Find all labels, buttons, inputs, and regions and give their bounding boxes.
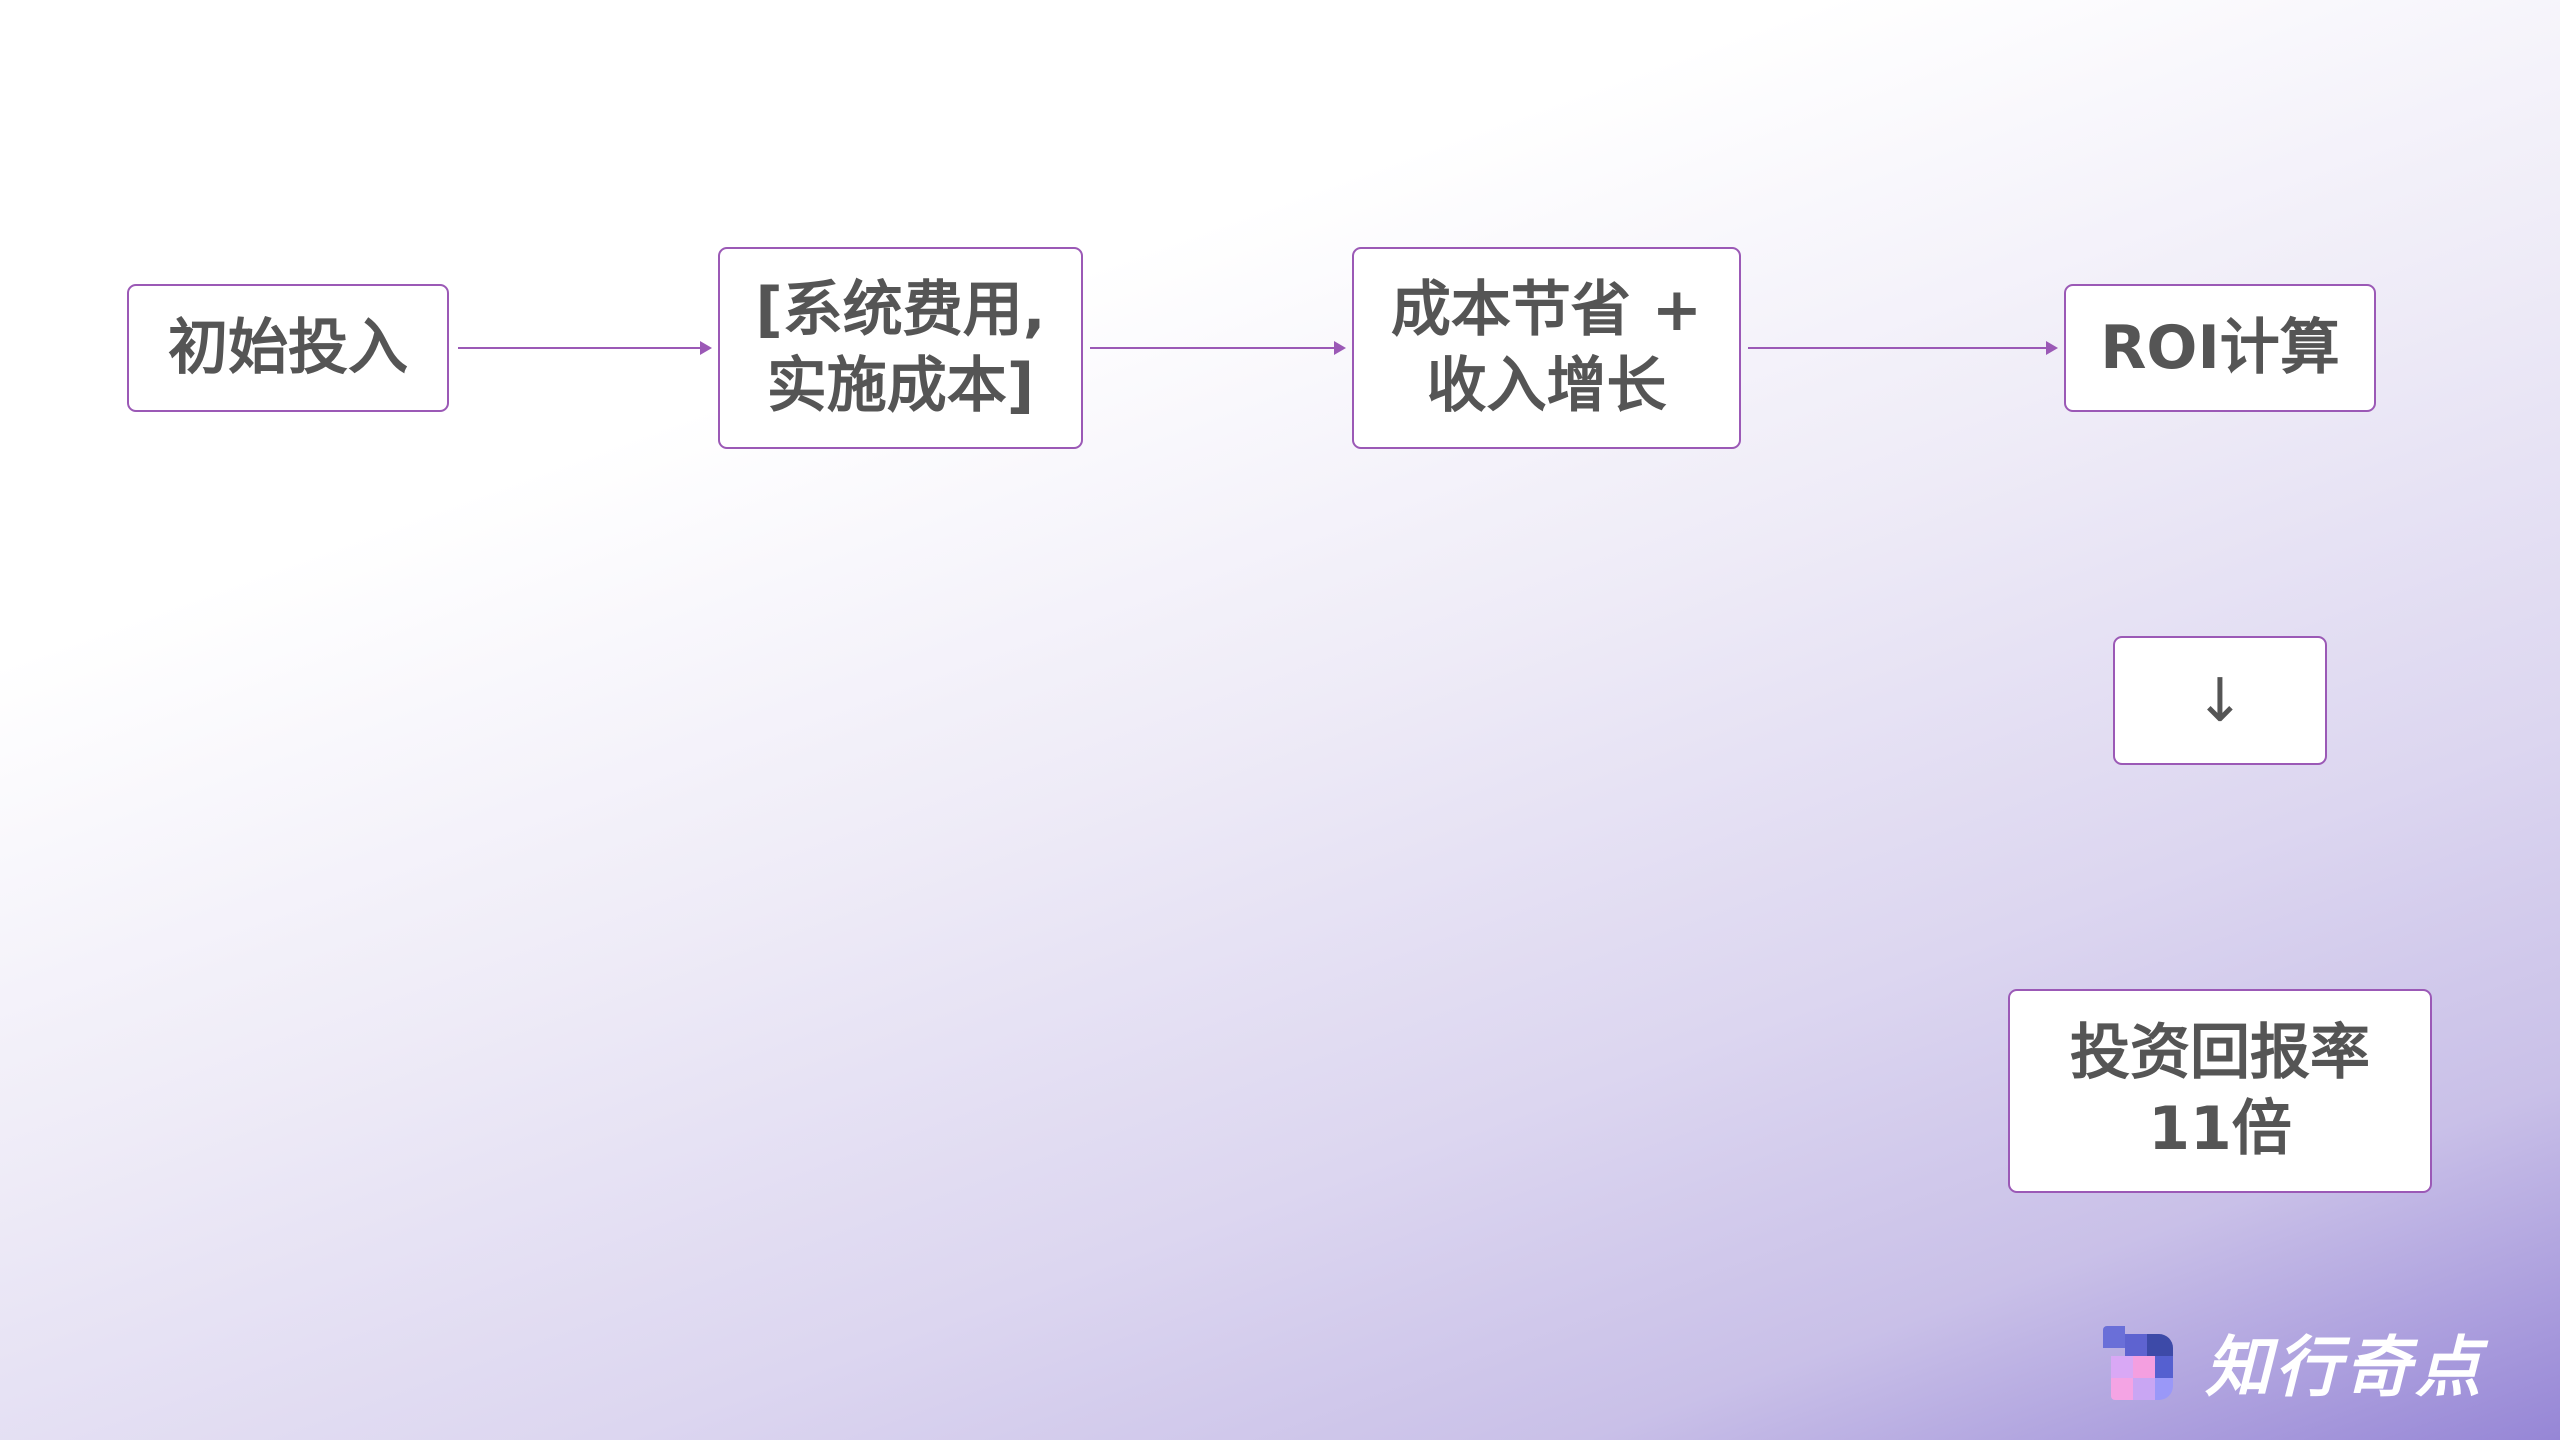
node-costs: [系统费用, 实施成本]: [718, 247, 1083, 449]
pixel-grid-logo-icon: [2103, 1326, 2175, 1400]
node-label: 成本节省 + 收入增长: [1390, 275, 1703, 421]
node-benefits: 成本节省 + 收入增长: [1352, 247, 1741, 449]
down-arrow-icon: ↓: [2194, 665, 2246, 736]
brand-name: 知行奇点: [2205, 1329, 2485, 1406]
node-label: 初始投入: [168, 313, 408, 383]
edge-arrow-1: [458, 341, 712, 355]
node-down-arrow: ↓: [2113, 636, 2327, 765]
node-roi-calc: ROI计算: [2064, 284, 2376, 412]
brand-logo: 知行奇点: [2103, 1314, 2485, 1410]
node-label: ROI计算: [2100, 313, 2340, 383]
edge-arrow-3: [1748, 341, 2058, 355]
node-label: 投资回报率11倍: [2070, 1018, 2370, 1164]
node-roi-result: 投资回报率11倍: [2008, 989, 2432, 1193]
node-initial-investment: 初始投入: [127, 284, 449, 412]
node-label: [系统费用, 实施成本]: [755, 275, 1046, 421]
edge-arrow-2: [1090, 341, 1346, 355]
